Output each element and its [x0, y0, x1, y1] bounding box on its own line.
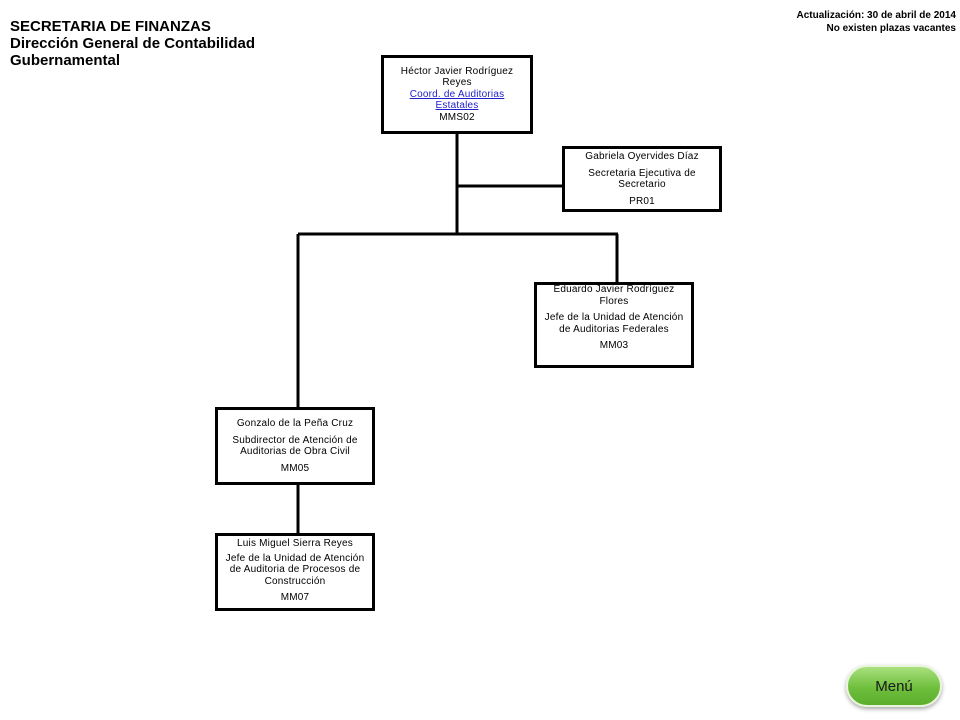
person-name: Gonzalo de la Peña Cruz — [236, 418, 354, 429]
position-title-link[interactable]: Coord. de Auditorias Estatales — [409, 88, 505, 112]
vacancies-note: No existen plazas vacantes — [826, 23, 956, 34]
position-title: Subdirector de Atención de Auditorias de… — [232, 434, 358, 458]
person-name: Héctor Javier Rodríguez Reyes — [400, 65, 514, 89]
person-name: Luis Miguel Sierra Reyes — [237, 538, 353, 549]
department-name: Dirección General de Contabilidad Gubern… — [10, 35, 256, 69]
update-date: Actualización: 30 de abril de 2014 — [796, 10, 956, 21]
position-code: MM05 — [280, 462, 310, 474]
menu-button[interactable]: Menú — [846, 665, 942, 707]
position-title: Jefe de la Unidad de Atención de Auditor… — [544, 312, 684, 335]
agency-name: SECRETARIA DE FINANZAS — [10, 18, 211, 35]
header-title: SECRETARIA DE FINANZAS Dirección General… — [10, 18, 300, 69]
org-box-federal-audits: Eduardo Javier Rodríguez Flores Jefe de … — [534, 282, 694, 368]
person-name: Gabriela Oyervides Díaz — [585, 151, 699, 162]
org-box-construction-audits: Luis Miguel Sierra Reyes Jefe de la Unid… — [215, 533, 375, 611]
person-name: Eduardo Javier Rodríguez Flores — [553, 284, 675, 307]
position-title: Secretaria Ejecutiva de Secretario — [588, 167, 696, 191]
org-box-coordinator: Héctor Javier Rodríguez Reyes Coord. de … — [381, 55, 533, 134]
position-code: MMS02 — [439, 111, 475, 123]
position-code: PR01 — [629, 195, 655, 207]
org-box-executive-secretary: Gabriela Oyervides Díaz Secretaria Ejecu… — [562, 146, 722, 212]
position-code: MM07 — [280, 592, 310, 603]
org-box-civil-works-audits: Gonzalo de la Peña Cruz Subdirector de A… — [215, 407, 375, 485]
position-code: MM03 — [599, 340, 629, 351]
position-title: Jefe de la Unidad de Atención de Auditor… — [225, 552, 365, 587]
update-info: Actualización: 30 de abril de 2014 No ex… — [796, 9, 956, 35]
